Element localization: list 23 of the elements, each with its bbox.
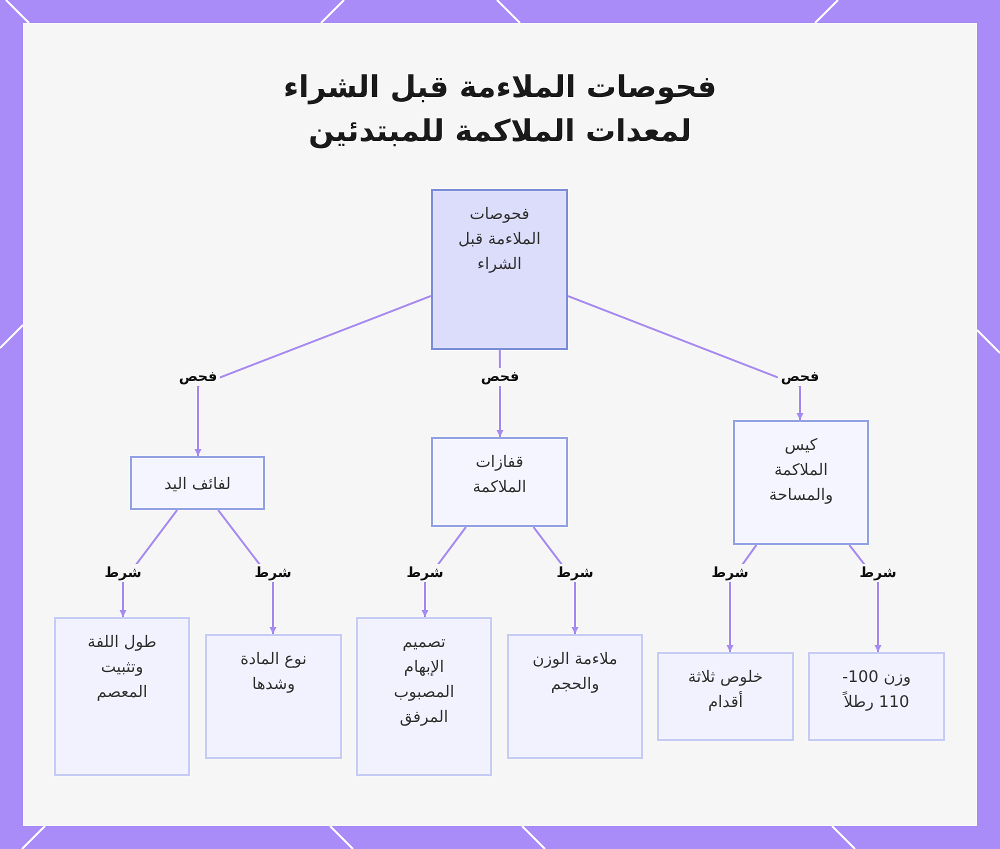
process-box bbox=[808, 652, 945, 741]
node-text: وزن 100-110 رطلاً bbox=[841, 666, 912, 713]
node-text: كيس الملاكمة والمساحة bbox=[768, 434, 834, 506]
process-box bbox=[205, 634, 342, 759]
process-box bbox=[431, 437, 568, 527]
node-text: تصميم الإبهام المصبوب المرفق bbox=[392, 631, 456, 728]
process-box bbox=[130, 456, 265, 510]
process-box bbox=[54, 617, 190, 776]
process-box bbox=[431, 189, 568, 350]
node-text: قفازات الملاكمة bbox=[472, 451, 528, 498]
connector-arrow bbox=[568, 295, 804, 420]
diagram-title: فحوصات الملاءمة قبل الشراء لمعدات الملاكمة للمبتدئين bbox=[282, 69, 718, 151]
node-text: ملاءمة الوزن والحجم bbox=[532, 648, 618, 695]
node-text: خلوص ثلاثة أقدام bbox=[687, 666, 764, 713]
process-box bbox=[657, 652, 794, 741]
process-box bbox=[356, 617, 492, 776]
node-text: فحوصات الملاءمة قبل الشراء bbox=[457, 203, 542, 275]
process-box bbox=[507, 634, 643, 759]
node-text: نوع المادة وشدها bbox=[239, 648, 308, 695]
process-box bbox=[733, 420, 869, 545]
node-text: طول اللفة وتثبيت المعصم bbox=[86, 631, 158, 703]
connector-arrow bbox=[194, 295, 432, 456]
node-text: لفائف اليد bbox=[164, 473, 231, 495]
